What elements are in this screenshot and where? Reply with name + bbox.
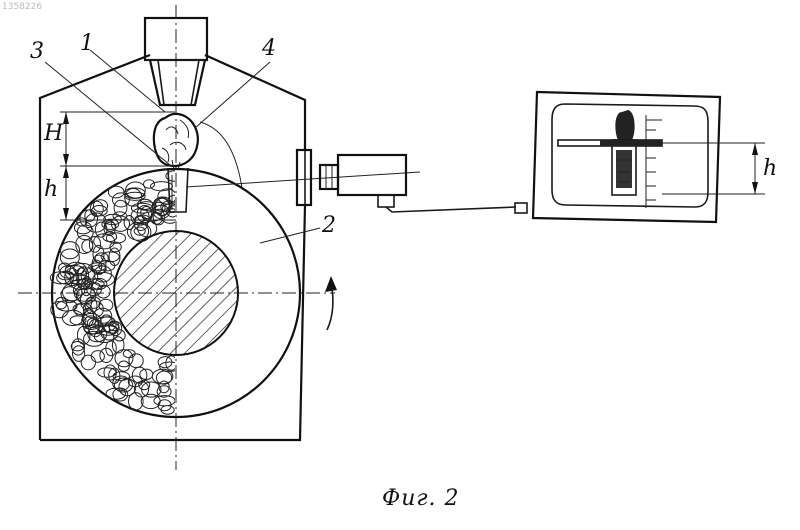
- label-3: 3: [30, 39, 44, 64]
- cable: [386, 207, 516, 212]
- label-2: 2: [321, 213, 336, 238]
- rotation-arrow: [325, 276, 337, 330]
- dimension-h-right: h: [662, 143, 777, 194]
- watermark-id: 1358226: [2, 2, 42, 12]
- figure-caption: Фиг. 2: [382, 486, 460, 511]
- sight-line: [186, 172, 420, 187]
- camera: [320, 155, 406, 207]
- monitor-connector: [515, 203, 527, 213]
- label-h-right: h: [763, 156, 777, 181]
- label-4: 4: [261, 36, 276, 61]
- monitor: [533, 92, 720, 222]
- label-h-left: h: [44, 177, 58, 202]
- label-H: H: [43, 121, 64, 146]
- wall-window: [297, 150, 311, 205]
- label-1: 1: [80, 31, 94, 56]
